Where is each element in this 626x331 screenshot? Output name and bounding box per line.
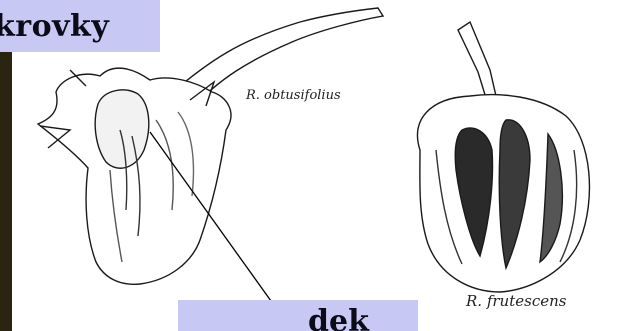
bottom-label: dek (308, 304, 369, 331)
bottom-label-box: dek (178, 300, 418, 331)
right-fruit-drawing (417, 22, 589, 292)
left-fruit-drawing (38, 8, 383, 284)
label-r-frutescens: R. frutescens (466, 292, 566, 310)
label-r-obtusifolius: R. obtusifolius (246, 88, 341, 103)
